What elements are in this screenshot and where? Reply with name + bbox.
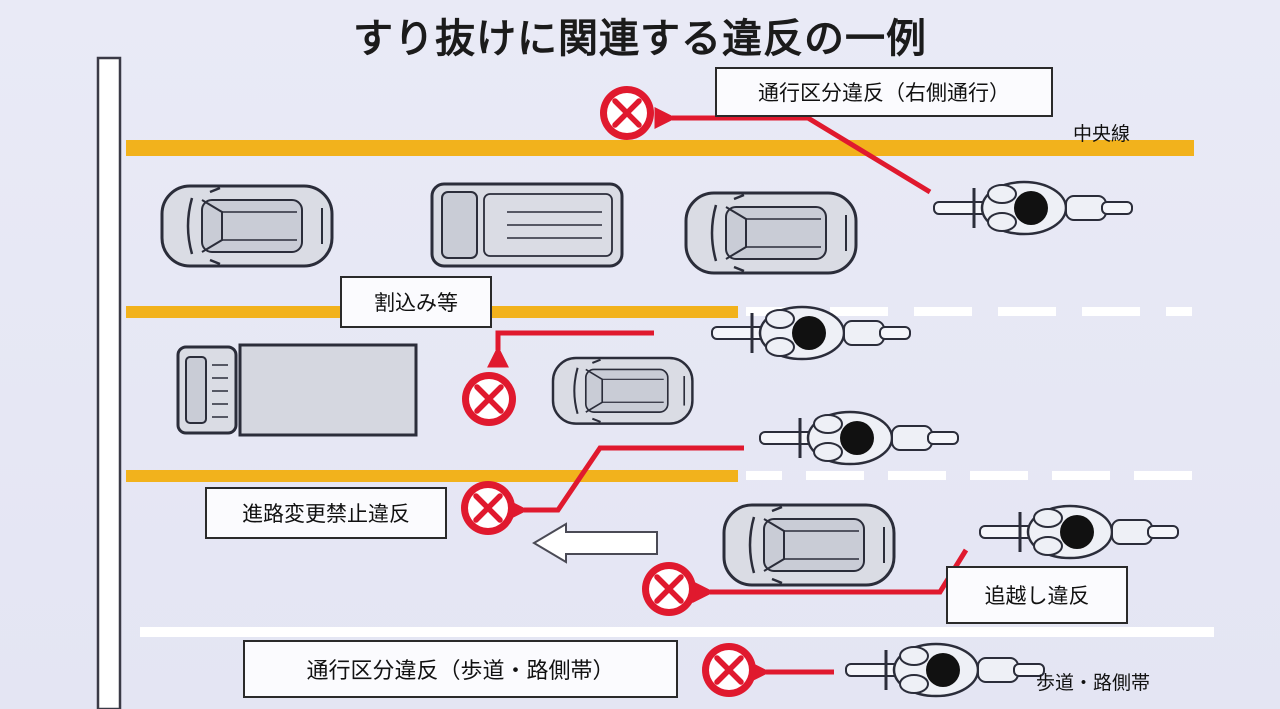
car-lane1-a (160, 184, 334, 268)
lane-line-2-dashed (746, 471, 1192, 480)
label-lane-violation-right: 通行区分違反（右側通行） (715, 67, 1053, 117)
traffic-direction-arrow (532, 522, 658, 564)
lane-line-2-solid (126, 470, 738, 482)
motorcycle-center (932, 180, 1134, 236)
arrow-overtake-path (692, 548, 969, 603)
arrow-lane-change-path (506, 445, 744, 521)
motorcycle-lane3 (758, 410, 960, 466)
arrow-right-side-path (654, 107, 932, 195)
shoulder-line (140, 627, 1214, 637)
prohibition-icon-lane-change (461, 481, 515, 535)
arrow-cut-in-path (487, 330, 654, 368)
truck-lane2 (176, 343, 418, 437)
prohibition-icon-right-side (600, 86, 654, 140)
center-line (126, 140, 1194, 156)
prohibition-icon-overtake (642, 562, 696, 616)
label-lane-change-ban: 進路変更禁止違反 (205, 487, 447, 539)
label-center-line: 中央線 (1073, 123, 1131, 145)
motorcycle-sidewalk (844, 642, 1046, 698)
car-lane3 (722, 503, 896, 587)
label-lane-violation-sidewalk: 通行区分違反（歩道・路側帯） (243, 640, 678, 698)
label-sidewalk-shoulder: 歩道・路側帯 (1036, 672, 1151, 694)
van-lane1 (430, 182, 624, 268)
curb-post (96, 56, 122, 709)
diagram-title: すり抜けに関連する違反の一例 (353, 16, 927, 62)
label-overtaking: 追越し違反 (946, 566, 1128, 624)
motorcycle-overtake (978, 504, 1180, 560)
car-lane1-b (684, 191, 858, 275)
prohibition-icon-sidewalk (702, 643, 756, 697)
prohibition-icon-cut-in (462, 372, 516, 426)
car-lane2 (551, 356, 694, 425)
label-cut-in: 割込み等 (340, 276, 492, 328)
